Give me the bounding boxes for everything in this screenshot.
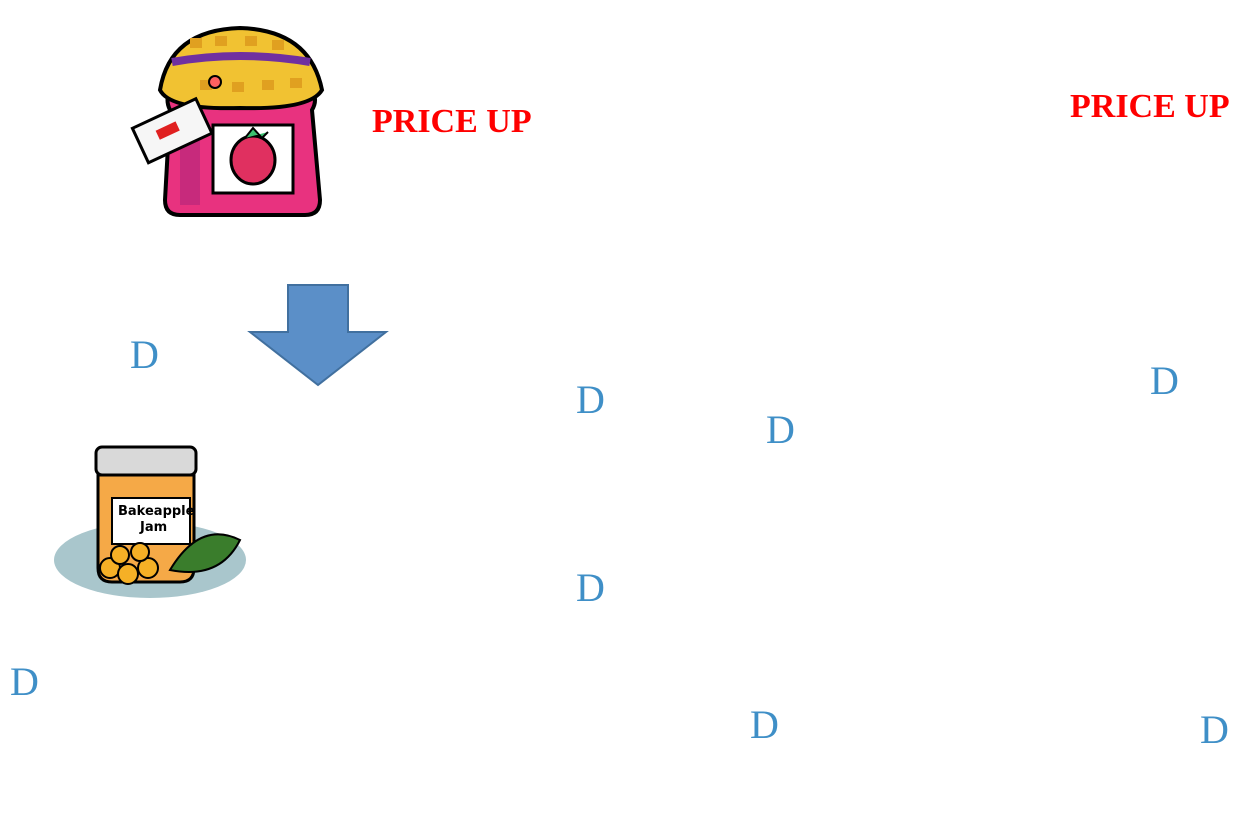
d-label: D: [576, 380, 605, 420]
jar-label-line1: Bakeapple: [118, 504, 194, 519]
jar-label-line2: Jam: [140, 520, 167, 535]
price-up-label-left: PRICE UP: [372, 103, 532, 141]
big-down-arrow-left: [250, 285, 386, 385]
price-up-label-right: PRICE UP: [1070, 88, 1230, 126]
d-label: D: [750, 705, 779, 745]
strawberry-jam-jar-image: [132, 28, 322, 215]
d-label: D: [130, 335, 159, 375]
d-label: D: [1150, 361, 1179, 401]
d-label: D: [576, 568, 605, 608]
d-label: D: [1200, 710, 1229, 750]
d-label: D: [766, 410, 795, 450]
d-label: D: [10, 662, 39, 702]
